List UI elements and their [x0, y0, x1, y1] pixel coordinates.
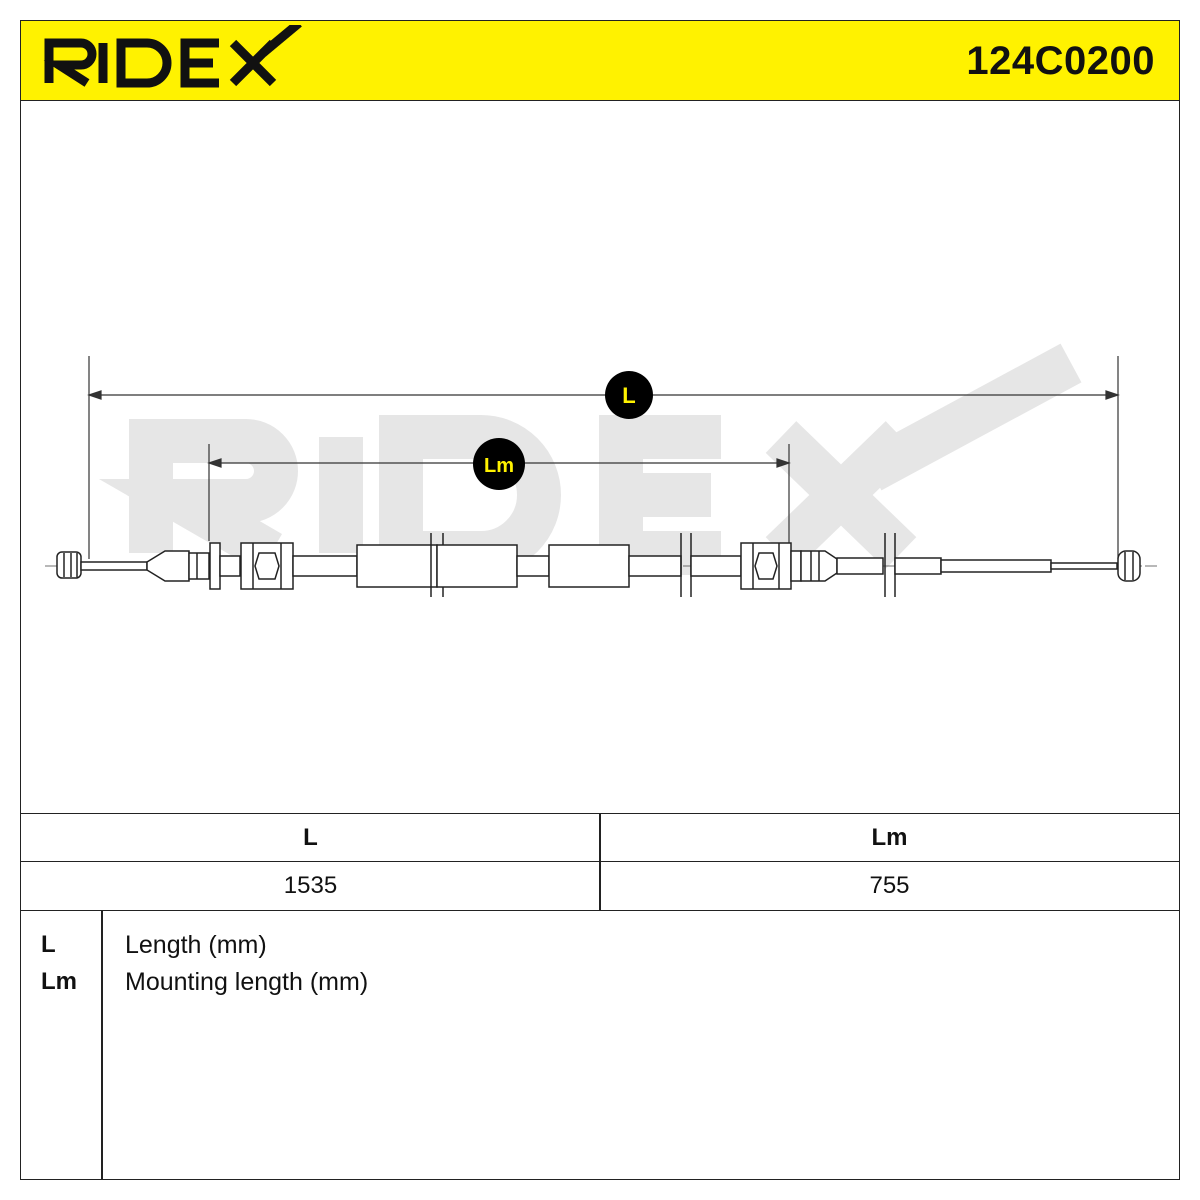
table-value-L: 1535 — [283, 872, 338, 899]
cable-assembly — [56, 533, 1141, 597]
table-row: 1535 755 — [21, 862, 1179, 910]
dimension-L — [87, 356, 1120, 559]
table-header-Lm: Lm — [871, 824, 908, 851]
legend-description-L: Length (mm) — [125, 931, 267, 959]
legend-symbol-L: L — [41, 931, 56, 958]
ridex-logo-icon — [43, 25, 302, 88]
label-Lm: Lm — [484, 455, 514, 477]
product-sheet: 124C0200 L — [20, 20, 1180, 1180]
table-header-L: L — [303, 824, 318, 851]
dimension-table: L Lm 1535 755 — [21, 813, 1179, 911]
label-L: L — [622, 383, 635, 408]
legend: L Lm Length (mm) Mounting length (mm) — [21, 911, 1179, 1179]
part-number: 124C0200 — [966, 39, 1155, 83]
legend-symbol-Lm: Lm — [41, 968, 77, 995]
legend-description-Lm: Mounting length (mm) — [125, 968, 369, 996]
header-bar: 124C0200 — [21, 21, 1179, 101]
legend-divider — [101, 911, 103, 1179]
cable-drawing: L Lm — [21, 101, 1179, 813]
table-value-Lm: 755 — [869, 872, 910, 899]
table-divider — [599, 814, 601, 910]
dimension-badge-L: L — [605, 371, 653, 419]
dimension-badge-Lm: Lm — [473, 438, 525, 490]
cable-drawing-icon: L Lm — [45, 343, 1157, 597]
